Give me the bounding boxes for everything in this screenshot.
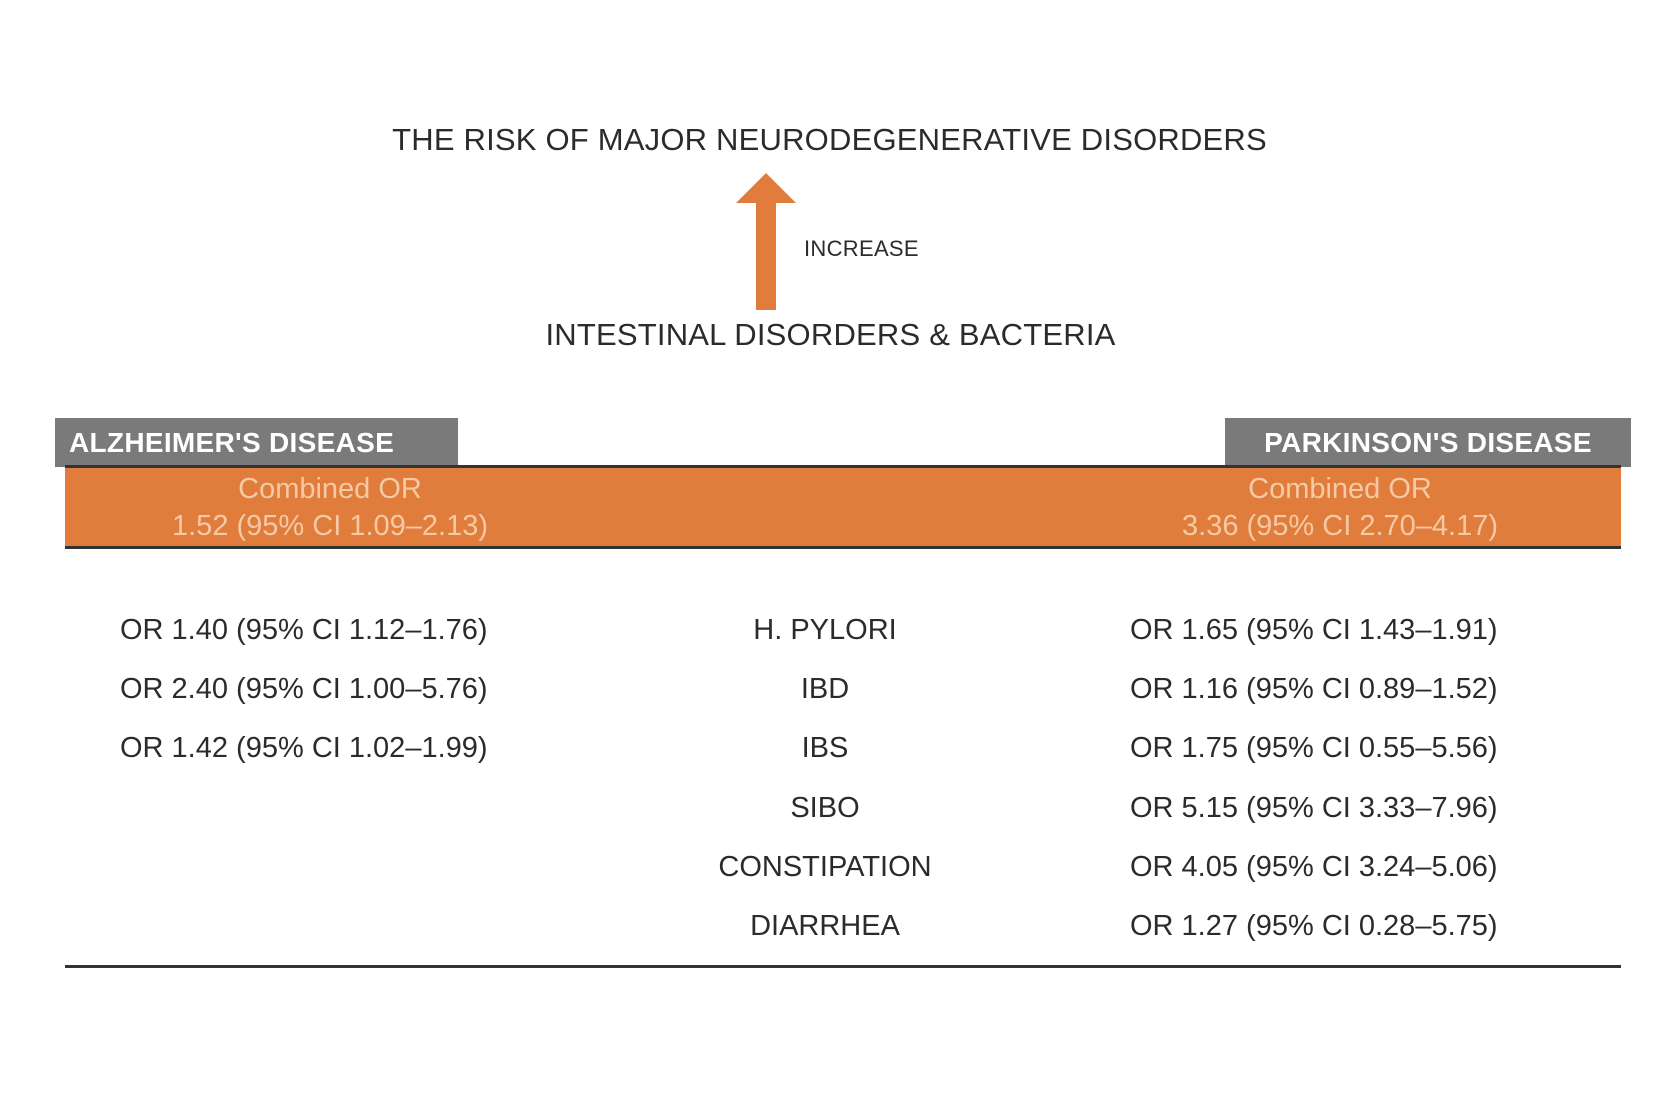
increase-label: INCREASE — [804, 236, 919, 261]
alzheimers-or-ibs: OR 1.42 (95% CI 1.02–1.99) — [120, 732, 488, 764]
table-top-rule — [65, 465, 1621, 468]
parkinsons-or-sibo: OR 5.15 (95% CI 3.33–7.96) — [1130, 792, 1498, 824]
condition-ibd: IBD — [800, 673, 850, 705]
diagram-title-top-text: THE RISK OF MAJOR NEURODEGENERATIVE DISO… — [392, 122, 1267, 157]
condition-constipation: CONSTIPATION — [718, 851, 932, 883]
table-bottom-rule — [65, 965, 1621, 968]
parkinsons-or-h-pylori: OR 1.65 (95% CI 1.43–1.91) — [1130, 614, 1498, 646]
diagram-title-bottom: INTESTINAL DISORDERS & BACTERIA — [0, 317, 1667, 353]
condition-h-pylori: H. PYLORI — [753, 614, 897, 646]
parkinsons-combined-label: Combined OR — [1248, 473, 1432, 505]
condition-sibo: SIBO — [790, 792, 860, 824]
condition-diarrhea: DIARRHEA — [750, 910, 900, 942]
parkinsons-or-constipation: OR 4.05 (95% CI 3.24–5.06) — [1130, 851, 1498, 883]
parkinsons-or-diarrhea: OR 1.27 (95% CI 0.28–5.75) — [1130, 910, 1498, 942]
parkinsons-disease-tag: PARKINSON'S DISEASE — [1225, 418, 1631, 467]
condition-ibs: IBS — [801, 732, 849, 764]
alzheimers-combined-or: Combined OR 1.52 (95% CI 1.09–2.13) — [120, 471, 540, 545]
alzheimers-or-sibo — [120, 788, 540, 828]
alzheimers-or-diarrhea — [120, 906, 540, 946]
alzheimers-or-ibd: OR 2.40 (95% CI 1.00–5.76) — [120, 673, 488, 705]
combined-band-bottom-rule — [65, 546, 1621, 549]
alzheimers-or-h-pylori: OR 1.40 (95% CI 1.12–1.76) — [120, 614, 488, 646]
alzheimers-disease-tag: ALZHEIMER'S DISEASE — [55, 418, 458, 467]
parkinsons-combined-value: 3.36 (95% CI 2.70–4.17) — [1182, 510, 1498, 542]
alzheimers-combined-label: Combined OR — [238, 473, 422, 505]
parkinsons-combined-or: Combined OR 3.36 (95% CI 2.70–4.17) — [1130, 471, 1550, 545]
increase-arrow-icon — [736, 173, 796, 310]
diagram-title-bottom-text: INTESTINAL DISORDERS & BACTERIA — [545, 317, 1116, 352]
combined-or-band — [65, 468, 1621, 546]
alzheimers-or-constipation — [120, 847, 540, 887]
parkinsons-or-ibs: OR 1.75 (95% CI 0.55–5.56) — [1130, 732, 1498, 764]
alzheimers-combined-value: 1.52 (95% CI 1.09–2.13) — [172, 510, 488, 542]
parkinsons-or-ibd: OR 1.16 (95% CI 0.89–1.52) — [1130, 673, 1498, 705]
diagram-title-top: THE RISK OF MAJOR NEURODEGENERATIVE DISO… — [0, 122, 1667, 158]
